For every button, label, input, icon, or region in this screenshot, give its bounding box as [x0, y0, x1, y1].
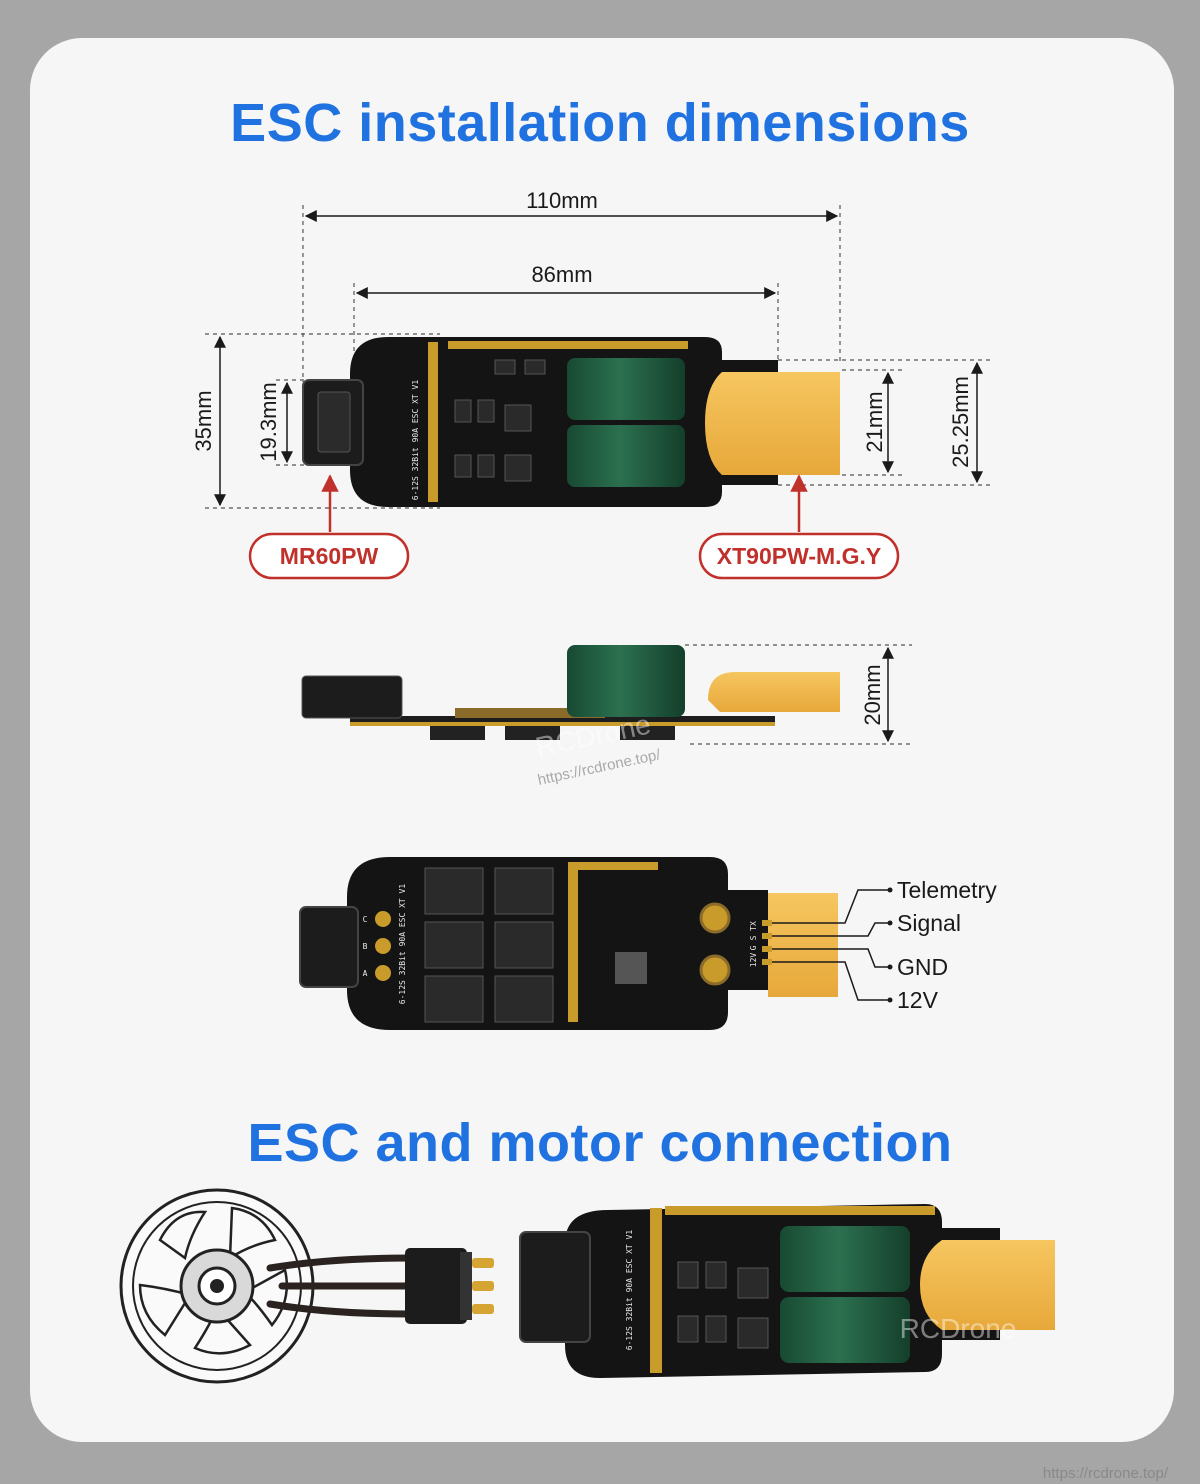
esc-top-view: 110mm 86mm 35mm 19.3mm 21mm 25.25mm 6-12… — [191, 188, 990, 580]
capacitor — [567, 358, 685, 420]
capacitor — [567, 425, 685, 487]
phase-label-c: C — [363, 915, 368, 924]
phase-pad-c — [375, 911, 391, 927]
motor-connection: 6-12S 32Bit 90A ESC XT V1 RCDrone — [119, 1188, 1055, 1384]
signal-header — [762, 920, 772, 965]
watermark-url-corner: https://rcdrone.top/ — [1043, 1465, 1169, 1482]
phase-pad-b — [375, 938, 391, 954]
dim-mr60-width: 19.3mm — [256, 382, 281, 461]
connector-housing — [317, 391, 351, 453]
gold-strip — [428, 342, 438, 502]
esc-side-view: 20mm RCDrone https://rcdrone.top/ — [301, 644, 912, 789]
gold-strip — [568, 862, 658, 870]
component-underside — [620, 726, 675, 740]
dim-xt90-outer: 25.25mm — [948, 376, 973, 468]
capacitor-side — [567, 645, 685, 717]
power-pad-positive — [699, 902, 731, 934]
chip-cluster — [454, 359, 546, 482]
component-underside — [505, 726, 560, 740]
xt90pw-callout-box — [698, 532, 900, 580]
connection-title: ESC and motor connection — [247, 1113, 953, 1173]
installation-title: ESC installation dimensions — [230, 93, 970, 153]
xt90pw-label: XT90PW-M.G.Y — [717, 543, 881, 569]
gold-strip — [665, 1206, 935, 1215]
header-label-g: G — [749, 945, 758, 950]
chip-cluster — [677, 1261, 769, 1349]
gold-strip — [650, 1208, 662, 1373]
dim-height: 20mm — [860, 664, 885, 725]
dim-board-width: 35mm — [191, 390, 216, 451]
plug-pins — [472, 1258, 494, 1314]
inductor — [615, 952, 647, 984]
phase-label-a: A — [363, 969, 368, 978]
board-silkscreen-bottom: 6-12S 32Bit 90A ESC XT V1 — [398, 884, 407, 1005]
mr60pw-label: MR60PW — [280, 543, 379, 569]
pin-label-12v: 12V — [897, 987, 939, 1013]
mr60-plug — [405, 1248, 467, 1324]
mr60pw-callout-box — [248, 532, 410, 580]
gold-strip — [448, 341, 688, 349]
motor-wires — [266, 1254, 414, 1318]
components-top — [455, 708, 605, 718]
plug-collar — [460, 1252, 472, 1320]
watermark-brand: RCDrone — [900, 1313, 1017, 1344]
gold-strip — [568, 862, 578, 1022]
pin-label-signal: Signal — [897, 910, 961, 936]
component-underside — [430, 726, 485, 740]
pin-label-gnd: GND — [897, 954, 948, 980]
mosfet-grid — [424, 867, 554, 1023]
dim-overall-length: 110mm — [526, 188, 598, 213]
header-label-12v: 12V — [749, 953, 758, 968]
pcb-edge — [350, 722, 775, 726]
board-silkscreen-perspective: 6-12S 32Bit 90A ESC XT V1 — [625, 1230, 634, 1351]
header-label-tx: TX — [749, 921, 758, 931]
header-label-s: S — [749, 935, 758, 940]
power-pad-negative — [699, 954, 731, 986]
phase-pads: C B A — [363, 911, 391, 981]
dim-hole-spacing: 86mm — [531, 262, 592, 287]
esc-bottom-view: C B A 6-12S 32Bit 90A ESC XT V1 12V G S … — [299, 857, 997, 1030]
mr60-socket — [519, 1231, 591, 1343]
pcb-side — [350, 716, 775, 726]
xt90-connector — [920, 1240, 1055, 1330]
mr60pw-side — [301, 675, 403, 719]
phase-label-b: B — [363, 942, 368, 951]
capacitor — [780, 1226, 910, 1292]
brushless-motor — [119, 1188, 315, 1384]
xt90pw-connector — [705, 372, 840, 475]
pin-label-telemetry: Telemetry — [897, 877, 997, 903]
xt90pw-connector-bottom — [768, 893, 838, 997]
pin-leader-lines — [772, 889, 888, 1001]
board-silkscreen: 6-12S 32Bit 90A ESC XT V1 — [411, 380, 420, 501]
pcb-board-bottom — [347, 857, 768, 1030]
xt90pw-side — [708, 672, 840, 712]
capacitor — [780, 1297, 910, 1363]
phase-pad-a — [375, 965, 391, 981]
dim-xt90-inner: 21mm — [862, 391, 887, 452]
extension-lines — [205, 205, 990, 509]
mr60pw-connector-bottom — [299, 906, 359, 988]
